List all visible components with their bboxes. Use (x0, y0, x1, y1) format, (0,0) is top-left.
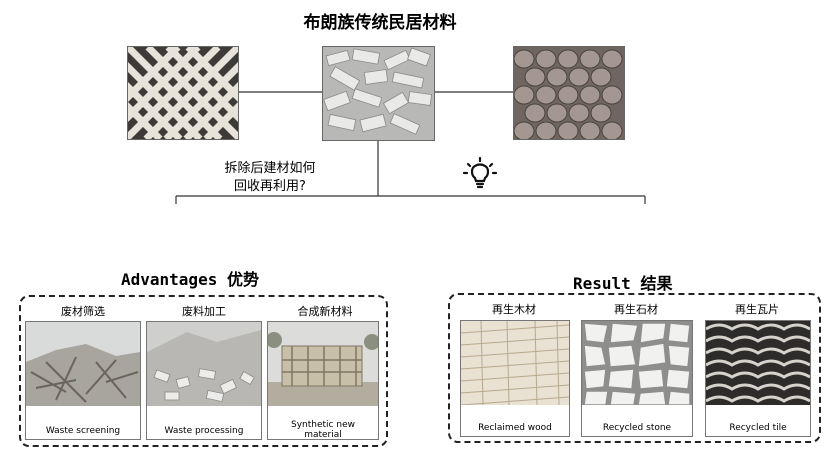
diagram-title: 布朗族传统民居材料 (303, 13, 457, 33)
reclaimed-wood-card: Reclaimed wood (460, 320, 570, 437)
card-caption: Reclaimed wood (478, 423, 552, 433)
synthetic-material-card: Synthetic new material (267, 321, 379, 440)
card-label: 废料加工 (182, 305, 226, 318)
roof-tile-photo (513, 46, 625, 140)
card-label: 再生石材 (614, 303, 658, 316)
advantages-title-en: Advantages (121, 270, 218, 289)
waste-screening-card: Waste screening (25, 321, 141, 440)
advantages-title-zh: 优势 (226, 270, 259, 289)
reclaimed-wood-photo (461, 321, 569, 405)
recycled-tile-photo (706, 321, 810, 405)
advantages-panel (19, 295, 388, 447)
rubble-photo (322, 46, 435, 141)
card-label: 再生瓦片 (735, 303, 779, 316)
recycled-stone-card: Recycled stone (581, 320, 693, 437)
card-label: 废材筛选 (61, 305, 105, 318)
recycled-tile-card: Recycled tile (705, 320, 811, 437)
wood-lattice-photo (127, 46, 239, 140)
question-text: 拆除后建材如何 回收再利用? (210, 160, 330, 196)
card-caption: Synthetic new material (291, 420, 355, 440)
question-line-2: 回收再利用? (234, 179, 306, 194)
lightbulb-icon (462, 156, 498, 192)
card-caption: Recycled stone (602, 423, 672, 433)
card-label: 合成新材料 (297, 305, 353, 318)
waste-processing-card: Waste processing (146, 321, 262, 440)
result-panel (448, 293, 821, 443)
waste-processing-photo (147, 322, 261, 406)
waste-screening-photo (26, 322, 140, 406)
advantages-title: Advantages 优势 (121, 266, 259, 290)
card-caption: Waste screening (45, 426, 121, 436)
card-caption: Waste processing (164, 426, 244, 436)
result-title-zh: 结果 (640, 274, 673, 293)
recycled-stone-photo (582, 321, 692, 405)
card-label: 再生木材 (492, 303, 536, 316)
result-title: Result 结果 (573, 270, 672, 294)
result-title-en: Result (573, 274, 631, 293)
question-line-1: 拆除后建材如何 (224, 161, 316, 176)
card-caption: Recycled tile (729, 423, 787, 433)
synthetic-material-photo (268, 322, 378, 406)
